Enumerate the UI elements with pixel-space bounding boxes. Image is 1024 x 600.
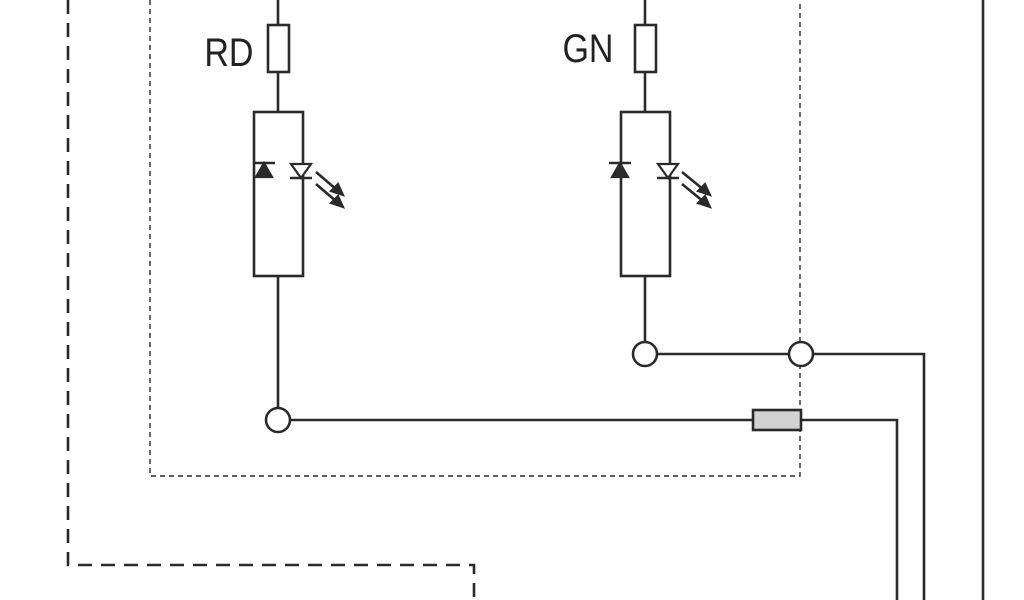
red-resistor <box>266 23 291 74</box>
green-channel: GN <box>562 0 713 368</box>
red-led-icon <box>288 162 314 180</box>
red-light-arrows-icon <box>315 171 346 209</box>
green-connector-terminal <box>787 340 815 368</box>
green-protection-diode-icon <box>609 160 631 179</box>
red-led-block <box>252 110 305 278</box>
red-protection-diode-icon <box>253 160 275 179</box>
fuse-element <box>751 408 803 432</box>
green-led-icon <box>655 162 681 180</box>
inner-module-boundary <box>149 0 801 477</box>
green-light-arrows-icon <box>681 170 713 209</box>
green-terminal <box>631 340 659 368</box>
outer-enclosure-boundary <box>66 0 476 600</box>
red-terminal <box>264 406 292 434</box>
red-output-wire <box>290 418 899 600</box>
red-channel: RD <box>204 0 346 434</box>
red-label: RD <box>204 29 253 74</box>
green-label: GN <box>562 25 613 70</box>
green-led-block <box>619 110 672 278</box>
green-resistor <box>633 23 658 74</box>
green-output-wire <box>657 352 926 600</box>
